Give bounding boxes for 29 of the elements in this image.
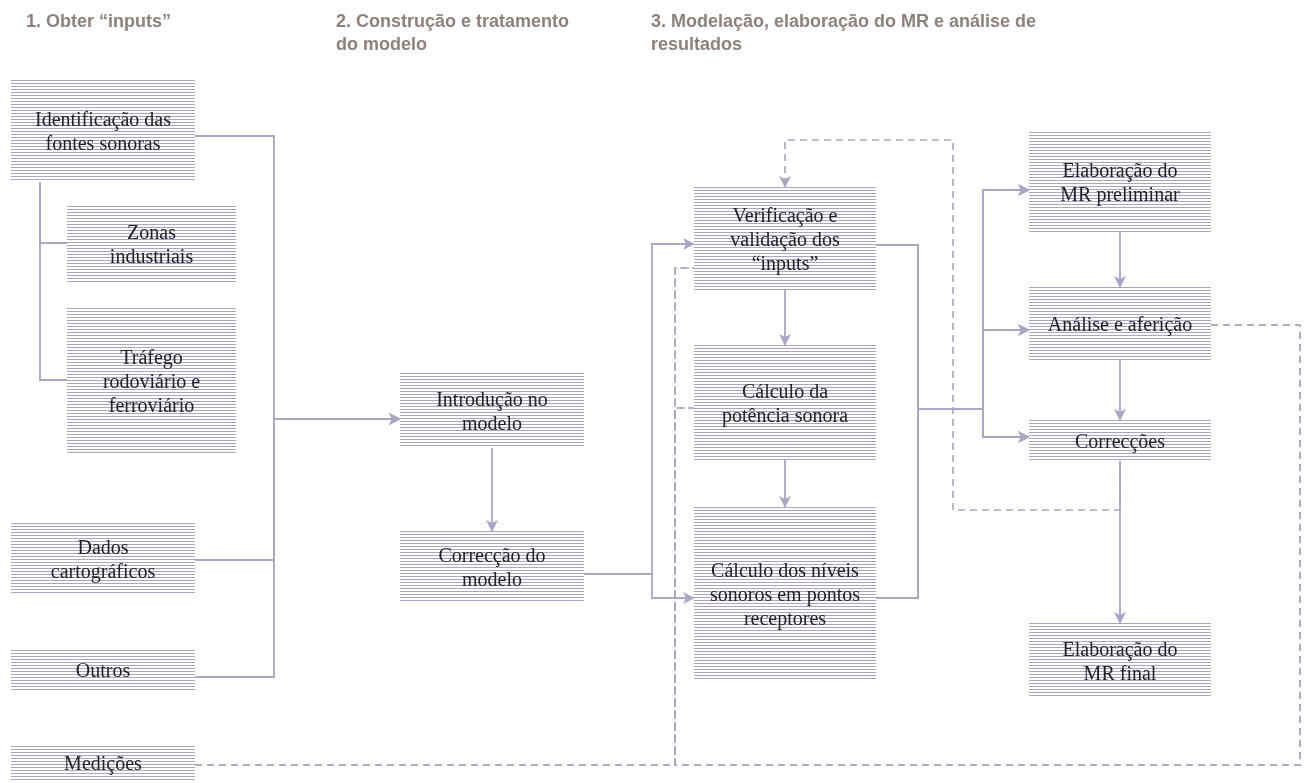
box-label: Correcções xyxy=(1075,428,1165,453)
box-label: Cálculo dos níveis sonoros em pontos receptores xyxy=(710,557,860,630)
box-label: Outros xyxy=(75,658,131,682)
box-label: Cálculo da potência sonora xyxy=(720,378,850,427)
box-label: Correcção do modelo xyxy=(437,543,547,591)
arrow xyxy=(779,459,791,508)
connector-line xyxy=(39,181,68,381)
arrow xyxy=(1114,359,1126,421)
arrow xyxy=(1114,231,1126,288)
box-label: Elaboração do MR preliminar xyxy=(1059,158,1181,206)
arrow xyxy=(875,408,1030,599)
box-label: Zonas industriais xyxy=(108,220,195,268)
arrow xyxy=(779,289,791,346)
box-label: Dados cartográficos xyxy=(49,535,157,583)
connector-line xyxy=(194,407,695,766)
arrow xyxy=(486,447,498,532)
box-label: Introdução no modelo xyxy=(435,386,549,435)
column-heading: 1. Obter “inputs” xyxy=(26,10,172,33)
box-label: Elaboração do MR final xyxy=(1061,636,1179,685)
box-label: Identificação das fontes sonoras xyxy=(33,107,172,155)
box-label: Tráfego rodoviário e ferroviário xyxy=(101,344,202,417)
arrow xyxy=(194,413,401,678)
column-heading: 3. Modelação, elaboração do MR e análise de resultados xyxy=(651,10,1038,56)
column-heading: 2. Construção e tratamento do modelo xyxy=(336,10,571,56)
box-label: Análise e aferição xyxy=(1047,311,1193,336)
arrow xyxy=(583,573,695,604)
arrow xyxy=(779,139,1121,511)
box-label: Verificação e validação dos “inputs” xyxy=(729,202,841,275)
box-label: Medições xyxy=(64,751,142,775)
